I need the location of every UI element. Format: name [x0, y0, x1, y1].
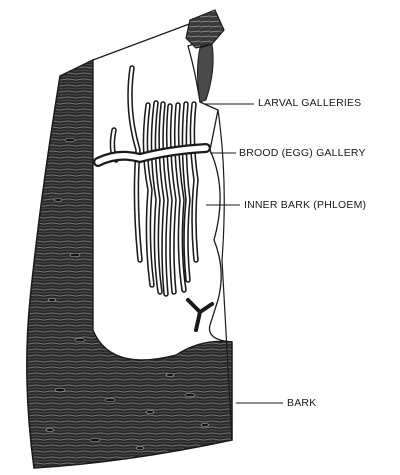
bark-cross-section-edge [198, 44, 214, 102]
label-brood-gallery: BROOD (EGG) GALLERY [239, 147, 366, 159]
label-larval-galleries: LARVAL GALLERIES [258, 97, 361, 109]
label-inner-bark: INNER BARK (PHLOEM) [244, 199, 366, 211]
bark-cross-section-top [186, 10, 224, 48]
label-bark: BARK [287, 397, 316, 409]
